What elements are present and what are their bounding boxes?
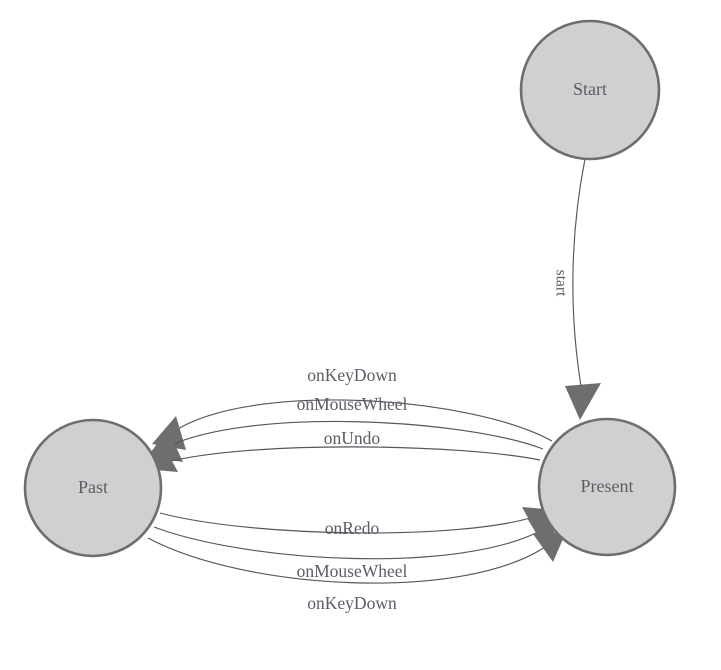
edge-past-present-mousewheel[interactable]: onMouseWheel [153,518,561,581]
node-past-circle[interactable] [23,418,163,558]
edge-label-past-present-keydown: onKeyDown [307,593,397,613]
edge-label-present-past-mousewheel: onMouseWheel [297,394,408,414]
edge-label-present-past-undo: onUndo [324,428,381,448]
node-start-label: Start [573,79,607,99]
edge-path-past-present-redo [159,512,538,534]
edges-layer: start onKeyDown onMouseWheel onUndo [143,158,601,613]
edge-start-present[interactable]: start [552,158,601,420]
node-present[interactable]: Present [537,417,677,557]
nodes-layer: Start Past Present [23,19,677,558]
edge-path-present-past-undo [162,446,541,464]
node-past-label: Past [78,477,108,497]
edge-label-start: start [552,270,569,297]
node-start[interactable]: Start [519,19,661,161]
node-present-circle[interactable] [537,417,677,557]
edge-path-start-present [572,158,586,393]
edge-path-present-past-mousewheel [166,420,544,450]
node-past[interactable]: Past [23,418,163,558]
edge-path-present-past-keydown [172,399,553,442]
node-start-circle[interactable] [519,19,661,161]
arrow-head-past-present-keydown [533,532,566,562]
edge-label-present-past-keydown: onKeyDown [307,365,397,385]
edge-path-past-present-mousewheel [153,526,543,560]
arrow-head-start-present [565,383,601,420]
node-present-label: Present [581,476,634,496]
edge-path-past-present-keydown [147,537,549,584]
edge-label-past-present-redo: onRedo [325,518,380,538]
edge-past-present-redo[interactable]: onRedo [159,507,557,538]
edge-past-present-keydown[interactable]: onKeyDown [147,532,566,613]
edge-label-past-present-mousewheel: onMouseWheel [297,561,408,581]
